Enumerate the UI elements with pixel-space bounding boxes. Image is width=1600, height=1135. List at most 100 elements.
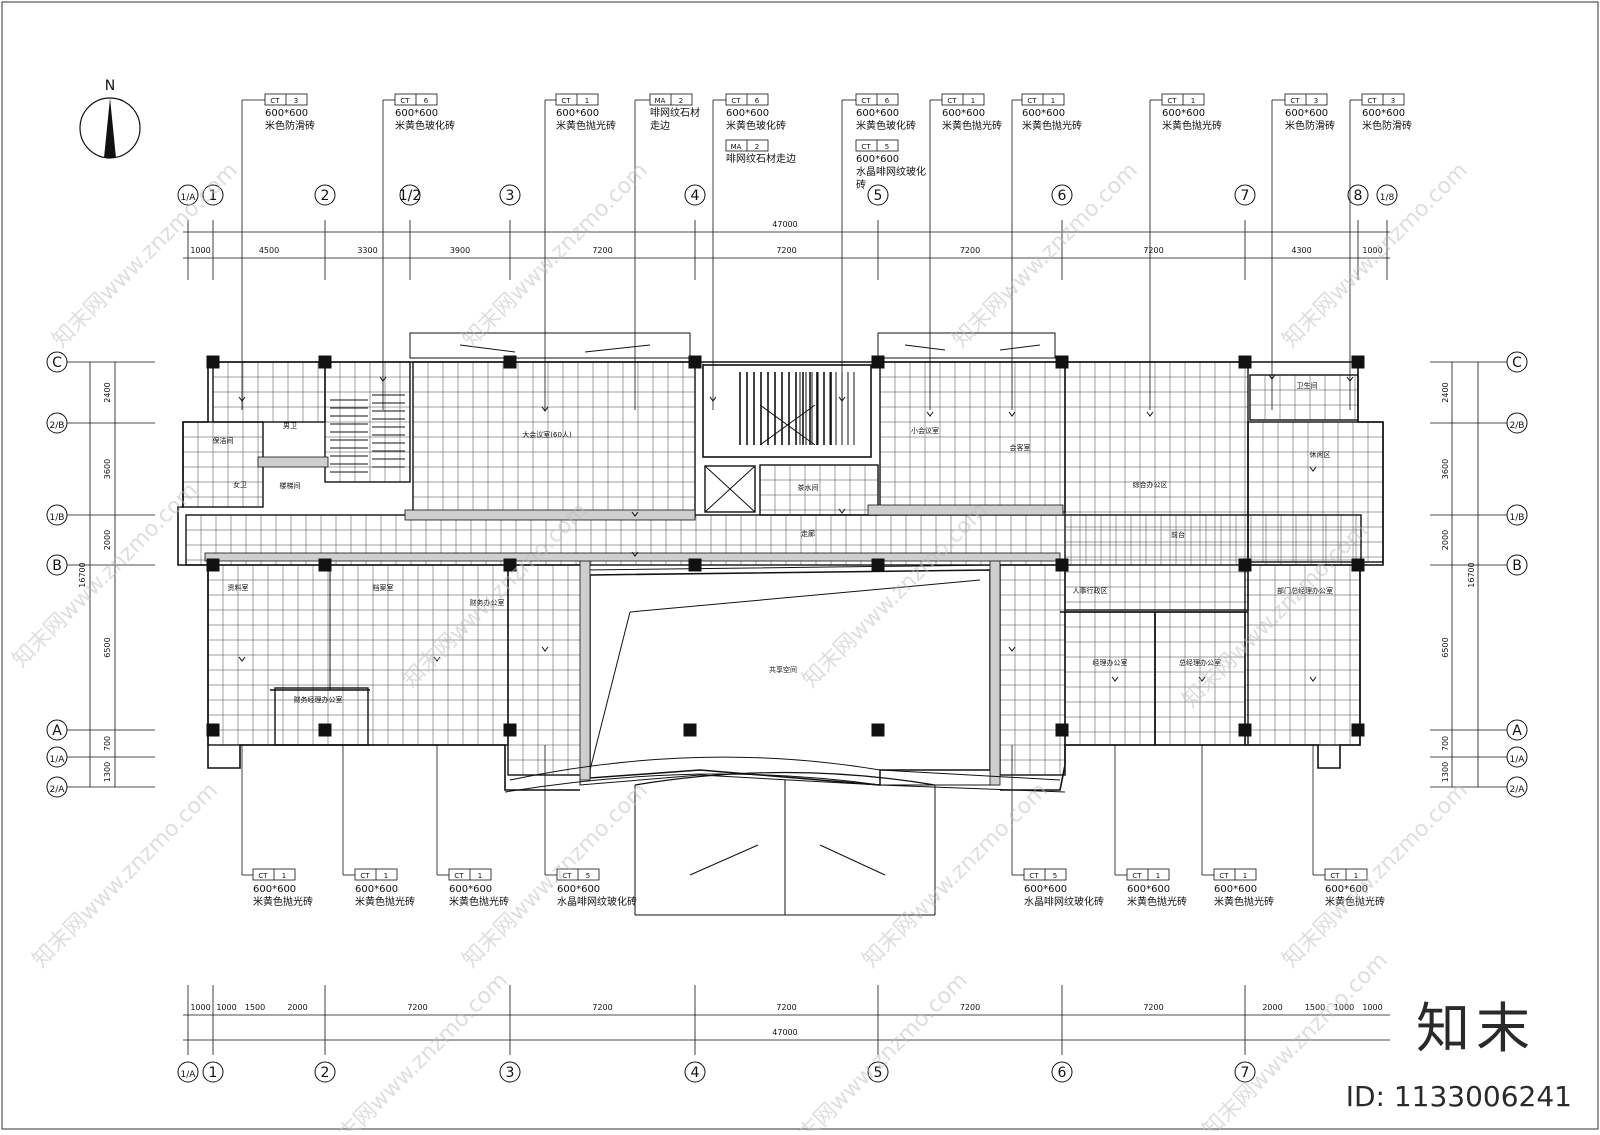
column [318,558,332,572]
north-label: N [105,78,115,94]
slope-arrow [999,344,1041,351]
tag-num: 1 [1354,872,1358,880]
stone-band [404,509,696,521]
axis-label: 1/A [181,1070,197,1080]
tag-size: 600*600 [856,108,899,119]
axis-bubble [867,184,889,206]
room-label: 男卫 [283,422,297,430]
stone-band-west [579,559,591,781]
room-label: 会客室 [1010,443,1031,452]
dim-value-bottom: 1000 [216,1003,236,1012]
watermark: 知末网www.znzmo.com [458,158,653,353]
axis-label: C [52,355,62,371]
tag-code: CT [454,872,464,880]
room-label: 总经理办公室 [1179,658,1221,667]
dim-value-bottom: 1000 [190,1003,210,1012]
axis-label: B [52,558,62,574]
axis-bottom-6: 6 [1051,1061,1073,1083]
axis-label: 6 [1058,1065,1067,1081]
dim-value-right: 700 [1441,736,1450,751]
dim-value-right: 2000 [1441,530,1450,550]
axis-label: 3 [506,1065,515,1081]
tile-start-arrow [1008,646,1016,652]
column [683,723,697,737]
axis-label: 2/B [1510,421,1525,431]
tag-code: CT [1330,872,1340,880]
dim-value-top: 3900 [450,246,470,255]
tag-size: 600*600 [556,108,599,119]
axis-bubble [1376,184,1398,206]
axis-label: A [1512,723,1522,739]
column [318,355,332,369]
axis-right-A: A [1506,719,1528,741]
axis-bubble [1234,1061,1256,1083]
axis-top-4: 4 [684,184,706,206]
axis-bubble [1051,184,1073,206]
dim-value-bottom: 1000 [1362,1003,1382,1012]
room-label: 财务经理办公室 [294,695,343,704]
column [688,558,702,572]
tile-start-arrow [1309,466,1317,472]
tile-start-arrow [541,406,549,412]
tag-code: CT [270,97,280,105]
tag-num: 6 [755,97,760,105]
tag-code: CT [1219,872,1229,880]
tag-size: 600*600 [1285,108,1328,119]
slope-arrow [459,344,516,353]
dim-value-top: 1000 [190,246,210,255]
watermark: 知末网www.znzmo.com [858,778,1053,973]
axis-bubble [684,184,706,206]
dim-value-bottom: 7200 [960,1003,980,1012]
axis-label: 1 [209,1065,218,1081]
tag-size: 600*600 [726,108,769,119]
axis-bubble [314,184,336,206]
tag-size: 600*600 [449,884,492,895]
watermark: 知末网www.znzmo.com [48,158,243,353]
tag-num: 1 [1051,97,1055,105]
axis-label: C [1512,355,1522,371]
room-label: 档案室 [373,583,394,592]
slope-arrow [819,844,886,876]
tag-num: 1 [282,872,286,880]
dim-value-top: 4300 [1291,246,1311,255]
room-label: 前台 [1171,530,1185,539]
axis-top-5: 5 [867,184,889,206]
room-label: 财务办公室 [470,598,505,607]
tag-num: 1 [384,872,388,880]
axis-bottom-4: 4 [684,1061,706,1083]
axis-label: 6 [1058,188,1067,204]
axis-bubble [1347,184,1369,206]
watermark: 知末网www.znzmo.com [948,158,1143,353]
axis-label: B [1512,558,1522,574]
axis-label: A [52,723,62,739]
tag-material: 米黄色抛光砖 [1022,119,1082,132]
tag-size: 600*600 [1362,108,1405,119]
tile-grid-tea [759,464,879,516]
atrium-slant [629,579,981,613]
tile-start-arrow [631,551,639,557]
tag-material: 米黄色抛光砖 [253,895,313,908]
room-label: 走廊 [801,529,815,538]
axis-bubble [399,184,421,206]
axis-label: 5 [874,1065,883,1081]
tile-start-arrow [1008,411,1016,417]
axis-top-1/A: 1/A [177,184,199,206]
canopy-curve [634,771,936,786]
tile-start-arrow [838,508,846,514]
room-label: 楼梯间 [280,481,301,490]
stone-band-toilet [257,456,329,468]
tag-num: 1 [1191,97,1195,105]
tile-start-arrow [433,656,441,662]
axis-top-2: 2 [314,184,336,206]
dim-value-top: 7200 [592,246,612,255]
